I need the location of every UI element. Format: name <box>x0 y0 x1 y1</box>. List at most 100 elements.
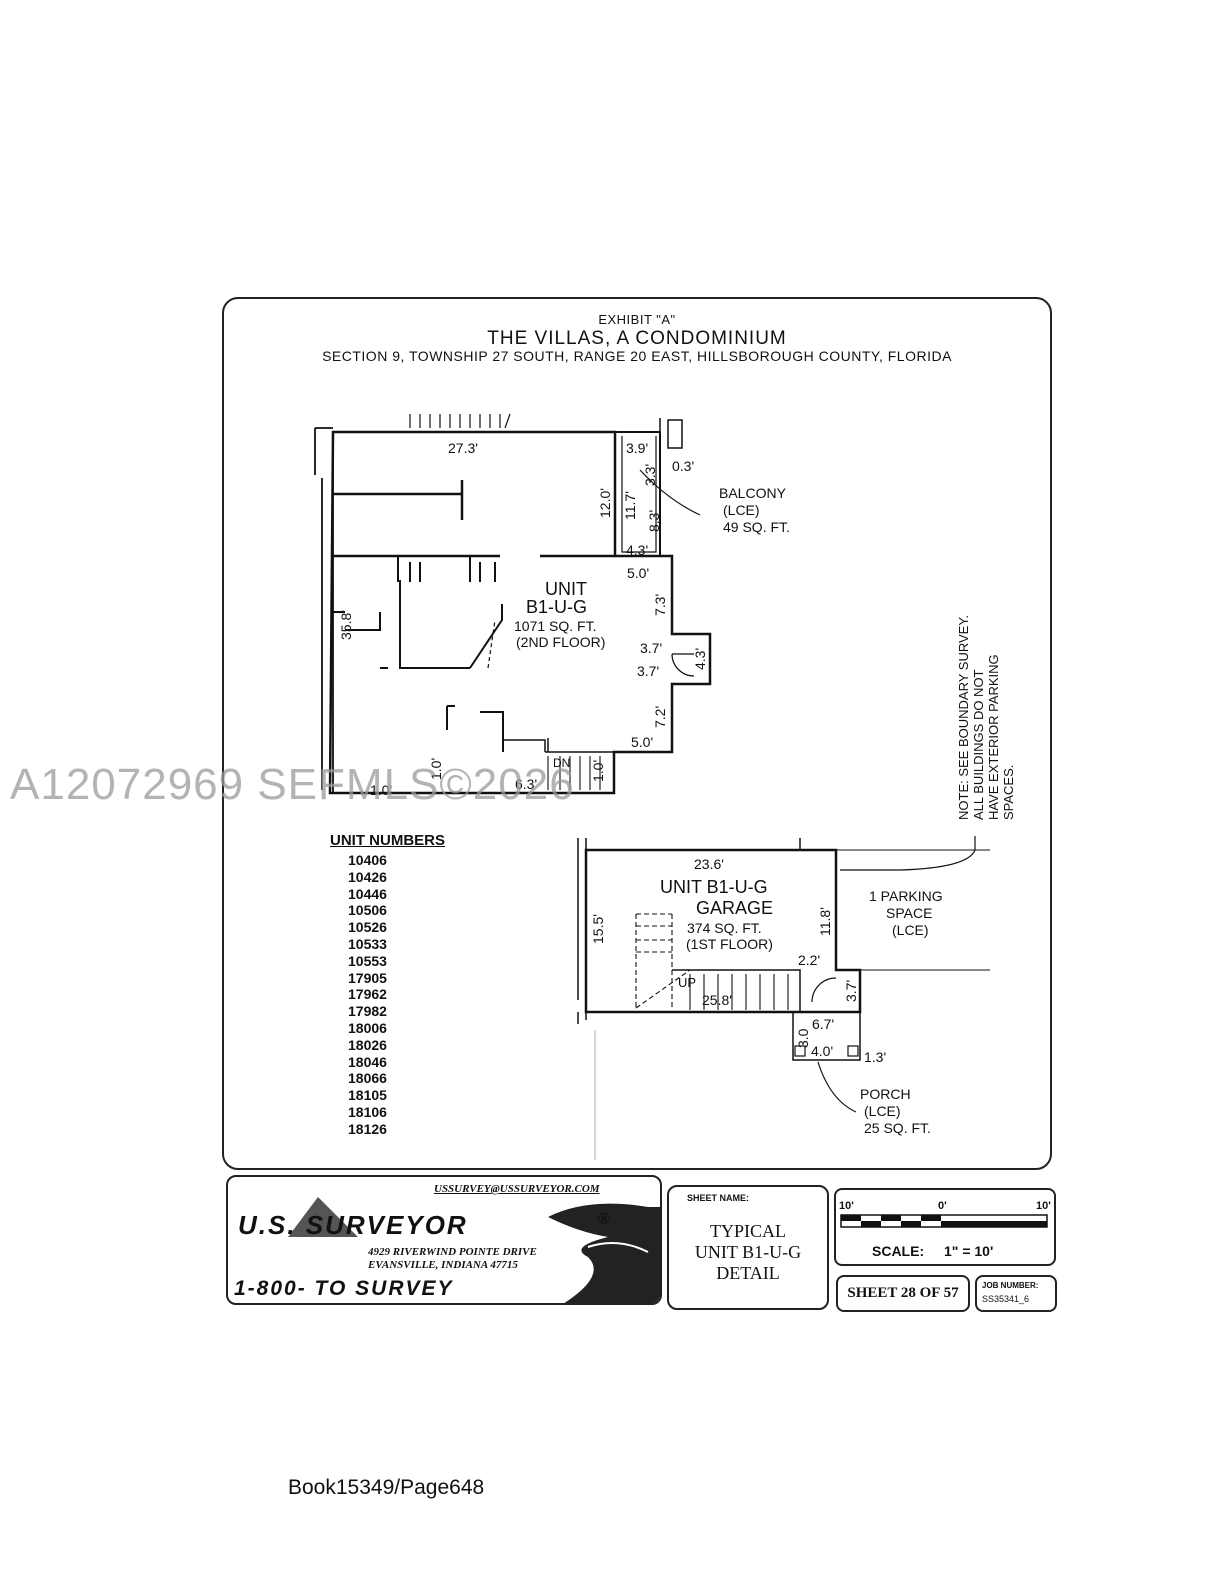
job-number: SS35341_6 <box>982 1294 1030 1304</box>
garage-unit-label: UNIT B1-U-G <box>660 877 768 897</box>
dim-0-3: 0.3' <box>672 458 695 474</box>
unit-number: 17962 <box>348 986 387 1003</box>
unit-number: 18066 <box>348 1070 387 1087</box>
surveyor-phone: 1-800- TO SURVEY <box>234 1277 454 1300</box>
stair-up-label: UP <box>678 975 697 990</box>
drawing-frame <box>222 297 1052 1170</box>
sheet-name-box: SHEET NAME: TYPICAL UNIT B1-U-G DETAIL <box>667 1185 829 1310</box>
scale-box: 10' 0' 10' SCALE: 1" = 10' <box>834 1188 1056 1266</box>
parking-space: SPACE <box>886 905 933 921</box>
balcony-lce: (LCE) <box>723 502 760 518</box>
dim-porch-6-7: 6.7' <box>812 1016 835 1032</box>
dim-7-2: 7.2' <box>652 705 668 728</box>
sheet-name-line-3: DETAIL <box>716 1263 780 1283</box>
dim-garage-25-8: 25.8' <box>702 992 732 1008</box>
unit-number: 18046 <box>348 1053 387 1070</box>
drawing-title: THE VILLAS, A CONDOMINIUM <box>487 328 787 349</box>
dim-garage-right: 11.8' <box>817 907 833 936</box>
note-line-4: SPACES. <box>1001 764 1016 820</box>
dim-1-0-c: 1.0' <box>590 759 606 782</box>
dim-35-8: 35.8' <box>338 610 354 640</box>
sheet-name-line-2: UNIT B1-U-G <box>694 1242 802 1262</box>
dim-6-3: 6.3' <box>515 776 538 792</box>
dim-3-7-b: 3.7' <box>637 663 660 679</box>
dim-3-3: 3.3' <box>642 463 658 486</box>
second-floor-area: 1071 SQ. FT. <box>514 618 597 634</box>
porch-area: 25 SQ. FT. <box>864 1120 931 1136</box>
dim-porch-1-3: 1.3' <box>864 1049 887 1065</box>
scale-bar <box>840 1214 1048 1228</box>
unit-number: 10526 <box>348 919 387 936</box>
surveyor-address-1: 4929 RIVERWIND POINTE DRIVE <box>368 1246 537 1258</box>
job-number-box: JOB NUMBER: SS35341_6 <box>975 1275 1057 1312</box>
surveyor-logo-graphic <box>288 1197 660 1303</box>
second-floor-level: (2ND FLOOR) <box>516 634 606 650</box>
unit-number: 17982 <box>348 1003 387 1020</box>
scale-label: SCALE: <box>872 1243 925 1259</box>
balcony-area: 49 SQ. FT. <box>723 519 790 535</box>
porch-lce: (LCE) <box>864 1103 901 1119</box>
unit-number: 18126 <box>348 1120 387 1137</box>
unit-number: 18105 <box>348 1087 387 1104</box>
dim-7-3: 7.3' <box>652 593 668 616</box>
garage-area: 374 SQ. FT. <box>687 920 762 936</box>
dim-garage-top: 23.6' <box>694 856 724 872</box>
parking-lce: (LCE) <box>892 922 929 938</box>
note-line-2: ALL BUILDINGS DO NOT <box>971 669 986 821</box>
unit-number: 17905 <box>348 969 387 986</box>
garage-level: (1ST FLOOR) <box>686 936 773 952</box>
boundary-note: NOTE: SEE BOUNDARY SURVEY. ALL BUILDINGS… <box>956 615 1016 820</box>
dim-4-3: 4.3' <box>626 542 649 558</box>
dim-8-3: 8.3' <box>646 509 662 532</box>
unit-number: 10446 <box>348 885 387 902</box>
dim-garage-2-2: 2.2' <box>798 952 821 968</box>
unit-number: 10553 <box>348 952 387 969</box>
dim-1-0-b: 1.0' <box>370 782 393 798</box>
balcony-label: BALCONY <box>719 485 786 501</box>
note-line-3: HAVE EXTERIOR PARKING <box>986 654 1001 820</box>
unit-number: 10506 <box>348 902 387 919</box>
surveyor-title-block: USSURVEY@USSURVEYOR.COM U.S. SURVEYOR ® … <box>226 1175 662 1305</box>
scale-left-label: 10' <box>839 1200 854 1212</box>
dim-5-0-b: 5.0' <box>631 734 654 750</box>
dim-11-7: 11.7' <box>622 491 638 520</box>
garage-label: GARAGE <box>696 898 774 918</box>
unit-numbers-list: UNIT NUMBERS 10406 10426 10446 10506 105… <box>330 832 445 1138</box>
surveyor-address-2: EVANSVILLE, INDIANA 47715 <box>368 1259 518 1271</box>
unit-number: 18026 <box>348 1036 387 1053</box>
dim-4-3-b: 4.3' <box>692 647 708 670</box>
dim-garage-3-7: 3.7' <box>843 979 859 1002</box>
unit-number: 18106 <box>348 1103 387 1120</box>
second-floor-unit-id: B1-U-G <box>526 597 588 617</box>
sheet-number: SHEET 28 OF 57 <box>847 1285 959 1301</box>
dim-garage-left: 15.5' <box>590 914 606 944</box>
dim-porch-3-0: 3.0 <box>795 1028 811 1048</box>
porch-label: PORCH <box>860 1086 911 1102</box>
dim-porch-4-0: 4.0' <box>811 1043 834 1059</box>
note-line-1: NOTE: SEE BOUNDARY SURVEY. <box>956 615 971 820</box>
unit-number: 10406 <box>348 852 387 868</box>
sheet-number-box: SHEET 28 OF 57 <box>836 1275 970 1312</box>
mls-watermark: A12072969 SEFMLS©2026 <box>10 760 575 809</box>
parking-label: 1 PARKING <box>869 888 943 904</box>
dim-3-7-a: 3.7' <box>640 640 663 656</box>
surveyor-email: USSURVEY@USSURVEYOR.COM <box>434 1183 600 1195</box>
surveyor-company-name: U.S. SURVEYOR <box>238 1210 468 1240</box>
scale-value: 1" = 10' <box>944 1243 994 1259</box>
scale-right-label: 10' <box>1036 1200 1051 1212</box>
job-number-label: JOB NUMBER: <box>982 1281 1039 1290</box>
book-page-reference: Book15349/Page648 <box>288 1476 485 1499</box>
unit-number: 10533 <box>348 935 387 952</box>
sheet-name-label: SHEET NAME: <box>687 1193 750 1203</box>
second-floor-unit-label: UNIT <box>545 579 587 599</box>
registered-mark: ® <box>598 1211 610 1228</box>
porch-outline <box>792 1011 861 1061</box>
dim-balcony-top: 3.9' <box>626 440 649 456</box>
location-line: SECTION 9, TOWNSHIP 27 SOUTH, RANGE 20 E… <box>322 348 952 364</box>
scale-mid-label: 0' <box>938 1200 947 1212</box>
unit-number: 18006 <box>348 1019 387 1036</box>
unit-numbers-heading: UNIT NUMBERS <box>330 832 445 849</box>
sheet-name-line-1: TYPICAL <box>710 1221 786 1241</box>
stair-down-label: DN <box>553 756 571 770</box>
